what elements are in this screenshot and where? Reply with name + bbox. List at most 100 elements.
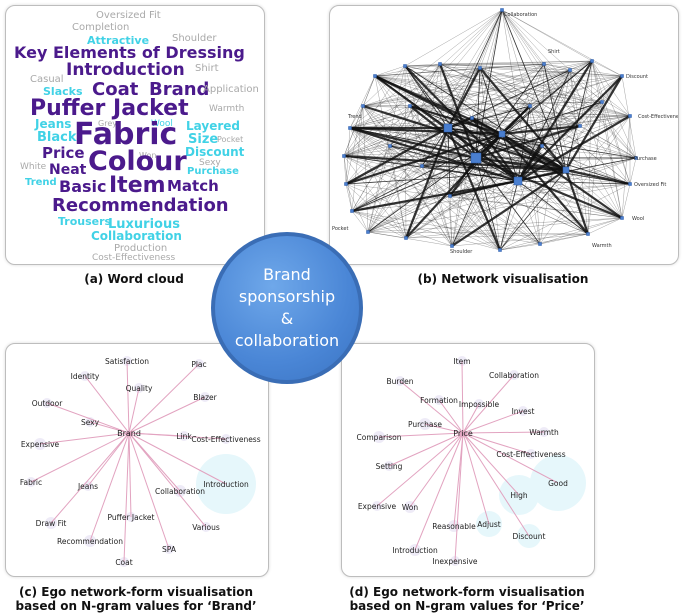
network-label-purchase: Purchase	[634, 156, 657, 162]
ego-brand-edge-various	[128, 432, 207, 528]
network-node	[513, 176, 523, 186]
network-nodes	[342, 8, 638, 252]
ego-brand-center-label: Brand	[117, 429, 141, 438]
ego-brand-label-recommendation: Recommendation	[57, 537, 123, 546]
ego-price-label-collaboration: Collaboration	[489, 371, 539, 380]
word-basic: Basic	[59, 177, 107, 196]
ego-brand-label-sexy: Sexy	[81, 418, 100, 427]
word-price: Price	[42, 144, 85, 162]
network-graph: CollaborationShirtDiscountCost-Effective…	[332, 8, 678, 255]
word-wool: Wool	[151, 119, 173, 129]
word-pocket: Pocket	[217, 135, 244, 144]
word-brand: Brand	[149, 79, 210, 100]
word-puffer-jacket: Puffer Jacket	[30, 96, 189, 121]
ego-price-center-label: Price	[453, 429, 473, 438]
ego-price-edge-expensive	[376, 432, 464, 507]
network-label-shoulder: Shoulder	[450, 249, 473, 255]
network-label-shirt: Shirt	[548, 49, 560, 55]
network-node	[538, 242, 542, 246]
word-oversized-fit: Oversized Fit	[96, 10, 161, 21]
network-label-pocket: Pocket	[332, 226, 348, 232]
ego-brand-edge-spa	[128, 432, 170, 550]
caption-a: (a) Word cloud	[84, 272, 184, 286]
network-label-wool: Wool	[632, 216, 644, 222]
word-cloud-panel: Oversized Fit Completion Attractive Shou…	[5, 5, 265, 265]
ego-price-edge-inexpensive	[454, 432, 464, 562]
ego-brand-label-collaboration: Collaboration	[155, 487, 205, 496]
ego-brand-label-plac: Plac	[191, 360, 206, 369]
ego-brand-edge-recommendation	[89, 432, 130, 542]
word-trousers: Trousers	[58, 215, 112, 228]
word-match: Match	[167, 177, 219, 195]
ego-brand-label-various: Various	[192, 523, 220, 532]
ego-brand-edge-jeans	[87, 432, 130, 487]
network-node	[500, 8, 504, 12]
network-node	[470, 116, 474, 120]
caption-d-line2: based on N-gram values for ‘Price’	[349, 599, 585, 613]
ego-price-edge-cost-effectiveness	[462, 432, 532, 455]
ego-price-edge-high	[462, 432, 520, 496]
network-node	[438, 62, 442, 66]
word-key-elements-of-dressing: Key Elements of Dressing	[14, 43, 245, 62]
ego-brand-edge-puffer-jacket	[128, 432, 132, 518]
ego-price-label-purchase: Purchase	[408, 420, 442, 429]
network-node	[342, 154, 346, 158]
ego-price-label-discount: Discount	[513, 532, 546, 541]
ego-brand-label-spa: SPA	[162, 545, 177, 554]
word-colour: Colour	[88, 146, 187, 177]
network-node	[420, 164, 424, 168]
ego-brand-edge-satisfaction	[126, 360, 130, 434]
network-node	[542, 62, 546, 66]
ego-price-label-expensive: Expensive	[358, 502, 397, 511]
ego-price-label-reasonable: Reasonable	[432, 522, 476, 531]
ego-price-edge-purchase	[424, 423, 464, 434]
ego-price-label-invest: Invest	[512, 407, 535, 416]
network-node	[404, 236, 408, 240]
ego-brand-label-link: Link	[176, 432, 192, 441]
ego-price-label-formation: Formation	[420, 396, 458, 405]
caption-c-line1: (c) Ego network-form visualisation	[19, 585, 253, 599]
ego-price-edge-burden	[399, 380, 464, 434]
ego-brand-edge-cost-effectiveness	[128, 432, 227, 440]
network-node	[634, 156, 638, 160]
caption-b: (b) Network visualisation	[417, 272, 589, 286]
ego-brand-edge-expensive	[39, 432, 130, 445]
word-shirt: Shirt	[195, 63, 219, 74]
word-black: Black	[37, 130, 77, 145]
ego-brand-label-quality: Quality	[126, 384, 153, 393]
network-node	[344, 182, 348, 186]
word-white: White	[20, 162, 47, 172]
ego-price-edge-comparison	[378, 432, 464, 438]
network-node	[498, 130, 506, 138]
ego-price-edge-reasonable	[453, 432, 464, 527]
ego-brand-label-jeans: Jeans	[77, 482, 98, 491]
ego-brand-label-fabric: Fabric	[20, 478, 42, 487]
ego-brand-label-draw-fit: Draw Fit	[36, 519, 67, 528]
word-production: Production	[114, 243, 168, 254]
ego-price-label-high: High	[510, 491, 527, 500]
network-node	[478, 66, 482, 70]
ego-price-edge-setting	[388, 432, 464, 467]
network-node	[361, 104, 365, 108]
network-node	[540, 144, 544, 148]
ego-brand-edge-coat	[123, 432, 130, 563]
network-node	[528, 104, 532, 108]
word-won: Won	[139, 151, 157, 160]
network-label-collaboration: Collaboration	[504, 12, 537, 18]
ego-price-label-cost-effectiveness: Cost-Effectiveness	[496, 450, 565, 459]
ego-price-edge-warmth	[462, 431, 545, 434]
ego-brand-edges	[30, 360, 227, 563]
ego-price-label-won: Won	[402, 503, 419, 512]
network-node	[350, 209, 354, 213]
network-label-discount: Discount	[626, 74, 648, 80]
word-attractive: Attractive	[87, 34, 150, 47]
ego-price-edge-adjust	[462, 432, 490, 525]
ego-brand-edge-plac	[128, 363, 200, 434]
ego-brand-label-satisfaction: Satisfaction	[105, 357, 149, 366]
ego-price-edge-item	[461, 360, 464, 434]
network-node	[450, 244, 454, 248]
